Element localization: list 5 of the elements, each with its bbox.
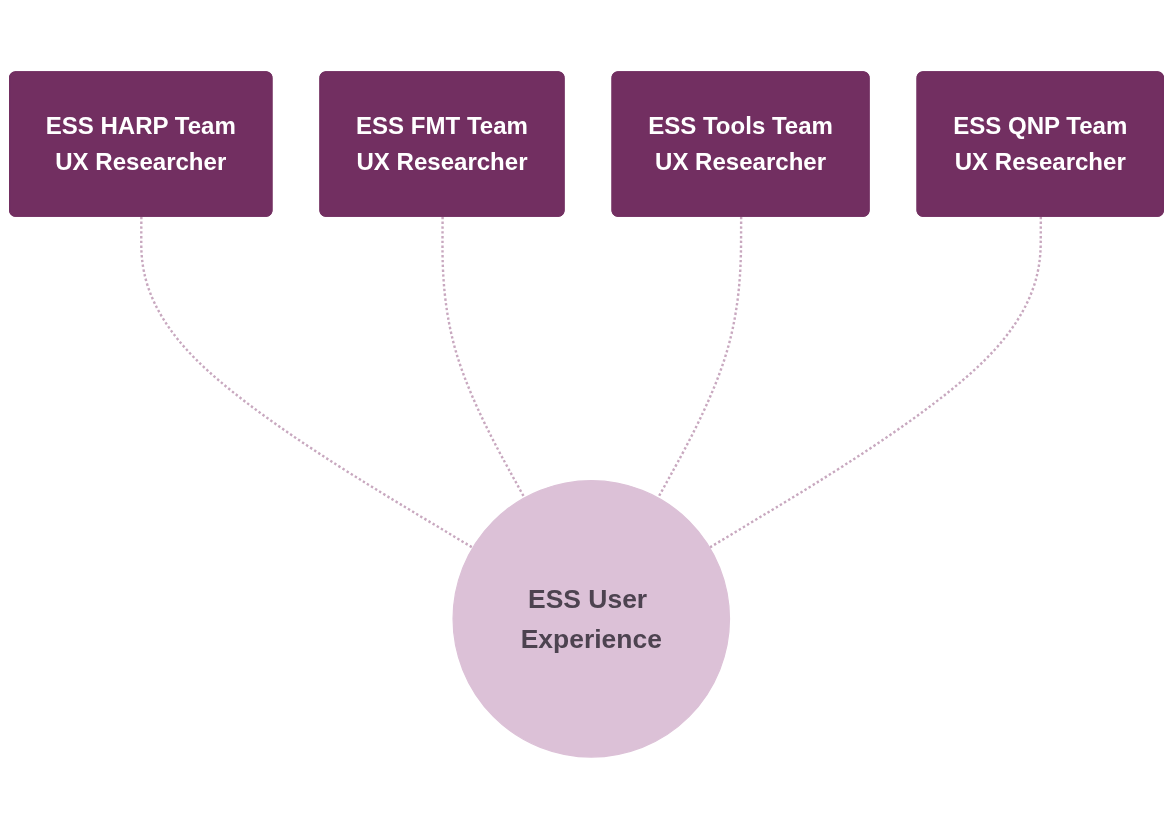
connector — [441, 216, 526, 499]
connector — [140, 216, 474, 549]
connector — [709, 216, 1043, 549]
node-circle: ESS User Experience — [452, 480, 731, 758]
connector — [657, 216, 743, 499]
